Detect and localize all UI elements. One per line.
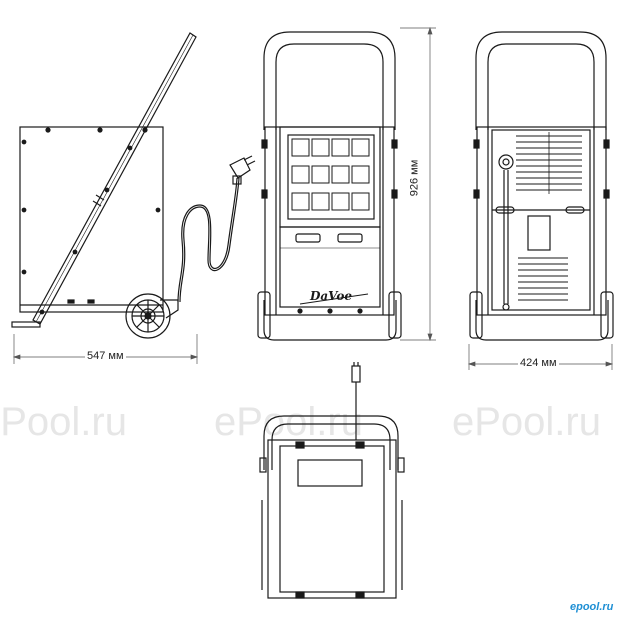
back-lower-vents: [518, 257, 568, 301]
back-cord-socket: [498, 154, 514, 170]
bottom-power-plug: [351, 365, 361, 383]
dimension-label-side-width: 547 мм: [85, 350, 126, 362]
back-view: [469, 31, 614, 341]
front-handle: [263, 31, 396, 130]
back-handle: [475, 31, 607, 130]
back-label-plate: [527, 215, 551, 251]
watermark-right: ePool.ru: [452, 400, 601, 444]
corner-logo: epool.ru: [570, 601, 614, 613]
bottom-panel: [297, 459, 363, 487]
back-wheel-right: [600, 291, 614, 339]
dimension-label-height: 926 мм: [408, 157, 421, 199]
side-body: [19, 126, 164, 313]
back-body: [476, 126, 607, 316]
side-power-plug: [229, 157, 251, 179]
back-wheel-left: [469, 291, 483, 339]
bottom-handle: [263, 415, 399, 470]
front-view: [257, 31, 402, 341]
bottom-body: [267, 439, 397, 599]
dimension-label-back-width: 424 мм: [518, 357, 559, 369]
side-view: [11, 32, 256, 339]
front-wheel-right: [388, 291, 402, 339]
back-upper-vents: [516, 132, 582, 194]
watermark-center: ePool.ru: [214, 400, 363, 444]
front-wheel-left: [257, 291, 271, 339]
front-brand-mark: DaVoe: [309, 289, 352, 303]
front-control-grid: [287, 134, 375, 220]
watermark-left: ePool.ru: [0, 400, 127, 444]
bottom-view: [259, 362, 405, 599]
side-power-cord: [177, 177, 238, 303]
